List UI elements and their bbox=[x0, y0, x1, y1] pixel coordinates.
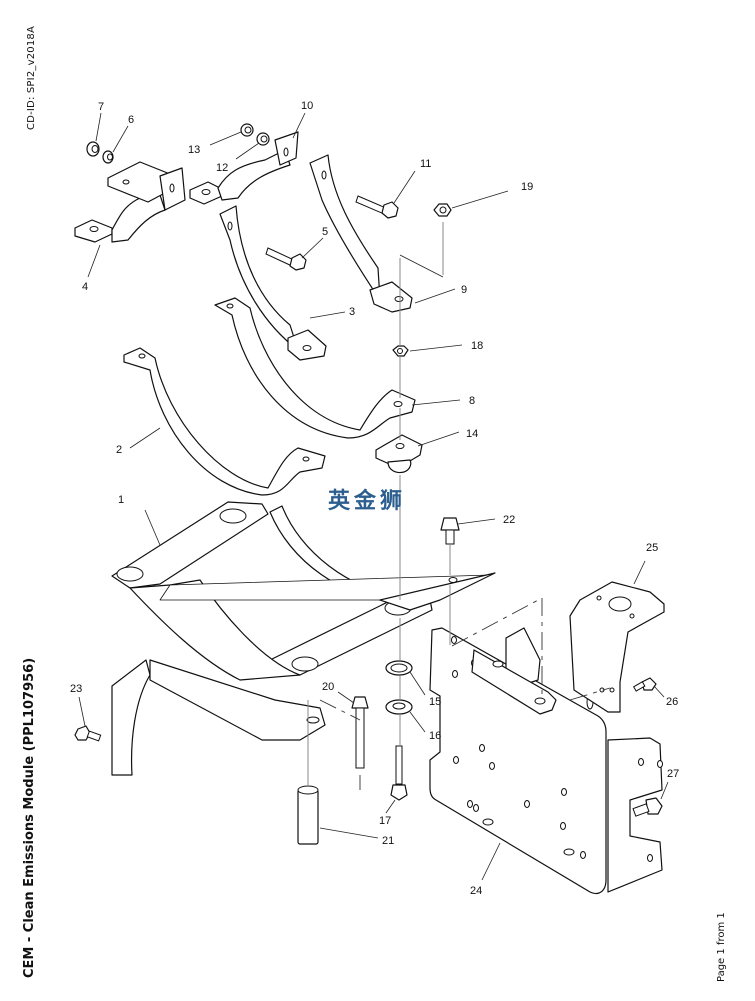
callout-5: 5 bbox=[322, 226, 328, 238]
callout-27: 27 bbox=[667, 768, 679, 780]
part-5-bolt bbox=[265, 247, 307, 271]
part-15-washer bbox=[385, 660, 413, 676]
callout-22: 22 bbox=[503, 514, 515, 526]
leader-lines bbox=[78, 112, 669, 881]
callout-4: 4 bbox=[82, 281, 88, 293]
callout-6: 6 bbox=[128, 114, 134, 126]
part-24-mounting-plate bbox=[429, 627, 663, 895]
callout-labels: 1 2 3 4 5 6 7 8 9 10 11 12 13 14 15 16 1… bbox=[70, 100, 679, 897]
callout-23: 23 bbox=[70, 683, 82, 695]
callout-8: 8 bbox=[469, 395, 475, 407]
callout-13: 13 bbox=[188, 144, 200, 156]
part-25-bracket bbox=[569, 581, 665, 713]
callout-20: 20 bbox=[322, 681, 334, 693]
callout-11: 11 bbox=[420, 158, 431, 170]
part-17-bolt bbox=[390, 745, 408, 801]
callout-21: 21 bbox=[382, 835, 394, 847]
part-14-isolator bbox=[375, 434, 423, 474]
part-22-bolt bbox=[440, 517, 460, 545]
watermark-logo: 英金狮 bbox=[328, 489, 407, 514]
callout-12: 12 bbox=[216, 162, 228, 174]
callout-18: 18 bbox=[471, 340, 483, 352]
part-9-strap bbox=[309, 154, 413, 313]
part-23-bolt bbox=[74, 725, 102, 742]
part-26-bolt bbox=[632, 677, 657, 692]
part-20-bolt bbox=[351, 696, 369, 769]
callout-3: 3 bbox=[349, 306, 355, 318]
callout-7: 7 bbox=[98, 101, 104, 113]
part-8-strap bbox=[214, 297, 416, 439]
part-11-bolt bbox=[355, 195, 399, 219]
part-4-bracket bbox=[74, 161, 186, 243]
callout-2: 2 bbox=[116, 444, 122, 456]
part-2-band bbox=[123, 347, 326, 496]
callout-26: 26 bbox=[666, 696, 678, 708]
assembly-axis-lines bbox=[307, 222, 611, 790]
callout-17: 17 bbox=[379, 815, 391, 827]
callout-16: 16 bbox=[429, 730, 441, 742]
callout-1: 1 bbox=[118, 494, 124, 506]
part-27-bolt bbox=[632, 797, 663, 817]
part-16-washer bbox=[385, 699, 413, 715]
callout-19: 19 bbox=[521, 181, 533, 193]
part-21-spacer bbox=[297, 785, 319, 845]
part-3-strap bbox=[219, 205, 327, 361]
callout-15: 15 bbox=[429, 696, 441, 708]
callout-9: 9 bbox=[461, 284, 467, 296]
part-12-washer bbox=[256, 132, 270, 146]
callout-10: 10 bbox=[301, 100, 313, 112]
callout-25: 25 bbox=[646, 542, 658, 554]
part-10-bracket bbox=[189, 131, 299, 205]
part-13-washer bbox=[240, 123, 254, 137]
callout-24: 24 bbox=[470, 885, 482, 897]
part-6-washer bbox=[102, 150, 114, 164]
part-18-nut bbox=[392, 345, 409, 357]
callout-14: 14 bbox=[466, 428, 478, 440]
part-19-nut bbox=[433, 203, 452, 217]
part-7-washer bbox=[86, 141, 100, 157]
